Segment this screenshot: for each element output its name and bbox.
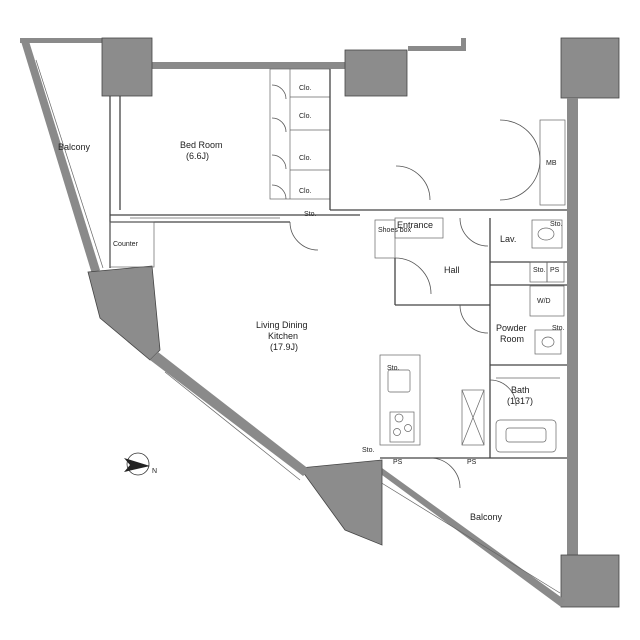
ps-right-label: PS: [550, 267, 560, 274]
closet-label-1: Clo.: [299, 85, 312, 92]
interior-walls: [109, 68, 567, 459]
burner-icon: [394, 413, 404, 423]
mb-label: MB: [546, 160, 557, 167]
north-arrow-icon: N: [124, 452, 157, 476]
storage-hall-label: Sto.: [533, 267, 546, 274]
powder-room-label: Powder: [496, 323, 527, 333]
storage-powder-label: Sto.: [552, 325, 565, 332]
hall-label: Hall: [444, 265, 460, 275]
pillar-bottom: [299, 459, 383, 546]
kitchen: [379, 354, 421, 446]
storage-lav-label: Sto.: [550, 221, 563, 228]
entrance-label: Entrance: [397, 220, 433, 230]
sink-icon: [387, 369, 411, 393]
pillar-top-mid: [344, 49, 408, 97]
ps-bottom-label-1: PS: [393, 459, 403, 466]
outer-walls: [20, 37, 620, 608]
ldk-size: (17.9J): [270, 342, 298, 352]
storage-kitchen-label: Sto.: [387, 365, 400, 372]
north-label: N: [152, 468, 157, 475]
closet-label-3: Clo.: [299, 155, 312, 162]
bedroom-size: (6.6J): [186, 151, 209, 161]
wd-label: W/D: [537, 298, 551, 305]
pillar-left: [87, 265, 161, 361]
closet-label-2: Clo.: [299, 113, 312, 120]
pillar-top-left: [101, 37, 153, 97]
storage-bottom-label: Sto.: [362, 447, 375, 454]
pillar-bottom-right: [560, 554, 620, 608]
shoes-box-label: Shoes box: [378, 227, 412, 234]
pillar-top-right: [560, 37, 620, 99]
balcony-top-label: Balcony: [58, 142, 91, 152]
ldk-label: Living Dining: [256, 320, 308, 330]
powder-room-label-2: Room: [500, 334, 524, 344]
storage-bedroom-label: Sto.: [304, 211, 317, 218]
closet-label-4: Clo.: [299, 188, 312, 195]
bath-size: (1317): [507, 396, 533, 406]
bedroom-label: Bed Room: [180, 140, 223, 150]
ps-bottom-label-2: PS: [467, 459, 477, 466]
doors: [271, 84, 566, 489]
counter-label: Counter: [113, 241, 139, 248]
ldk-label-2: Kitchen: [268, 331, 298, 341]
balcony-bottom-label: Balcony: [470, 512, 503, 522]
bath-label: Bath: [511, 385, 530, 395]
lav-label: Lav.: [500, 234, 516, 244]
